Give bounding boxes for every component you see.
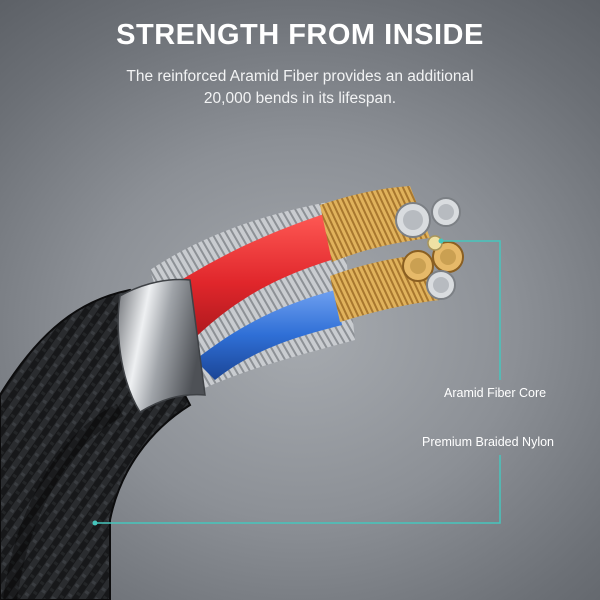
headline: STRENGTH FROM INSIDE [116,19,484,51]
red-wire [150,212,338,355]
subtext-line-2: 20,000 bends in its lifespan. [203,90,397,107]
blue-wire [195,290,342,380]
strand-bundle-ends [395,197,464,300]
subtext: The reinforced Aramid Fiber provides an … [60,66,540,110]
nylon-callout-line [95,455,501,524]
copper-strands-upper [320,186,430,262]
braided-nylon-label: Premium Braided Nylon [422,435,554,449]
aramid-fiber-core-label: Aramid Fiber Core [444,386,547,400]
metal-ferrule [117,278,206,414]
core-callout-line [441,240,501,380]
subtext-line-1: The reinforced Aramid Fiber provides an … [126,68,474,85]
